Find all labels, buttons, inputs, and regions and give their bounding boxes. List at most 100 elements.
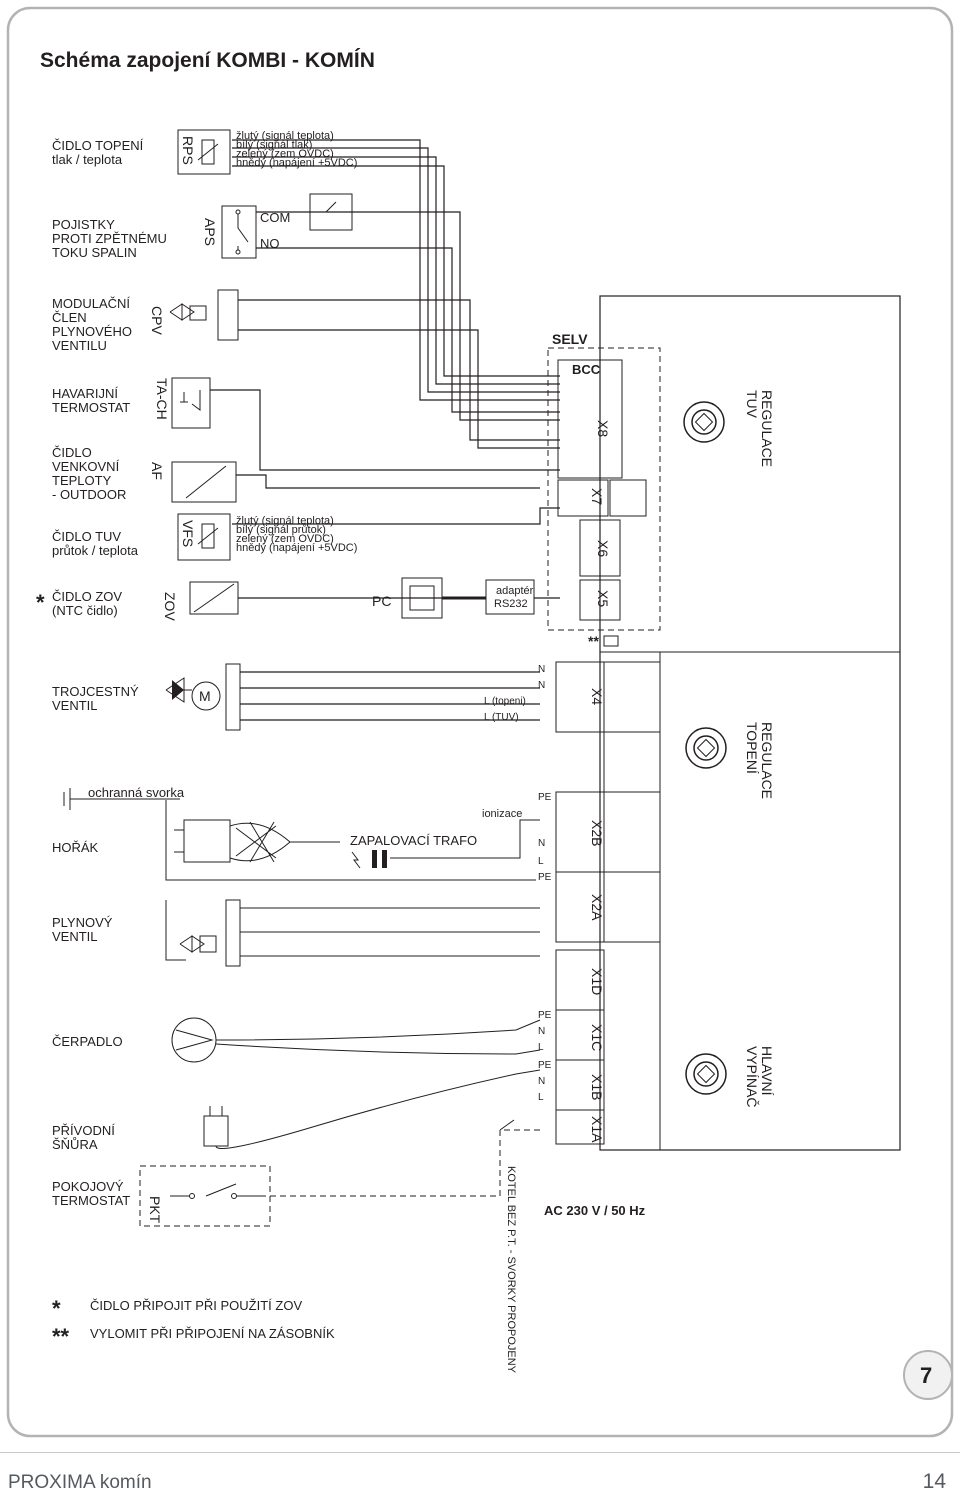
x5-block: [579, 579, 621, 621]
ochranna-label: ochranná svorka: [88, 785, 185, 800]
vfs-wire-2: bílý (signál průtok): [236, 524, 326, 536]
cpv-label-4: VENTILU: [52, 338, 107, 353]
x1d-label: X1D: [589, 968, 605, 995]
motor-label: M: [199, 688, 211, 704]
vfs-sublabel: průtok / teplota: [52, 543, 139, 558]
gas-valve-icon: [179, 935, 205, 953]
regulace-topeni-knob[interactable]: [685, 727, 727, 769]
regulace-tuv-2: TUV: [744, 390, 760, 419]
cpv-valve-icon: [169, 303, 195, 321]
aps-com: COM: [260, 210, 290, 225]
ac-label: AC 230 V / 50 Hz: [544, 1203, 646, 1218]
vfs-wire-3: zelený (zem OVDC): [236, 533, 334, 545]
cpv-code: CPV: [149, 306, 165, 335]
horak-label: HOŘÁK: [52, 840, 99, 855]
x4-label: X4: [589, 688, 605, 705]
footer-brand: PROXIMA komín: [8, 1472, 152, 1493]
zov-code: ZOV: [162, 592, 178, 621]
x1c-wire-pe: PE: [538, 1010, 552, 1021]
plyn-label-2: VENTIL: [52, 929, 98, 944]
x1b-wire-l: L: [538, 1092, 544, 1103]
x1b-wire-n: N: [538, 1076, 545, 1087]
gas-valve-connector: [225, 899, 241, 967]
x2b-wire-pe: PE: [538, 792, 552, 803]
rps-wire-4: hnědý (napájení +5VDC): [236, 157, 357, 169]
ground-icon: [63, 788, 71, 810]
aps-label-1: POJISTKY: [52, 217, 115, 232]
page-title: Schéma zapojení KOMBI - KOMÍN: [40, 49, 375, 72]
cpv-label-1: MODULAČNÍ: [52, 296, 130, 311]
pokoj-label-2: TERMOSTAT: [52, 1193, 130, 1208]
note-1-mark: *: [52, 1296, 61, 1321]
x2b-wire-pe2: PE: [538, 872, 552, 883]
main-board: [599, 295, 901, 1151]
plyn-label-1: PLYNOVÝ: [52, 915, 113, 930]
x1b-wire-pe: PE: [538, 1060, 552, 1071]
x1c-label: X1C: [589, 1024, 605, 1051]
af-label-2: VENKOVNÍ: [52, 459, 120, 474]
bcc-label: BCC: [572, 362, 601, 377]
privod-label-2: ŠŇŮRA: [52, 1137, 98, 1152]
x2a-label: X2A: [589, 894, 605, 921]
plug-icon: [203, 1106, 229, 1147]
vfs-label: ČIDLO TUV: [52, 529, 121, 544]
tach-box: [171, 377, 211, 429]
x4-wire-n1: N: [538, 664, 545, 675]
hlavni-1: HLAVNÍ: [759, 1046, 775, 1096]
x7-label: X7: [589, 488, 605, 505]
l-tuv: L (TUV): [484, 712, 519, 723]
regulace-tuv-knob[interactable]: [683, 401, 725, 443]
x1c-wire-n: N: [538, 1026, 545, 1037]
af-label-4: - OUTDOOR: [52, 487, 126, 502]
x1a-label: X1A: [589, 1116, 605, 1143]
aps-no: NO: [260, 236, 280, 251]
vfs-box: [177, 513, 231, 561]
double-star-board: **: [588, 633, 599, 649]
aps-box: [221, 205, 257, 259]
page-frame: [6, 6, 954, 1438]
ionizace-label: ionizace: [482, 808, 522, 820]
kotel-label: KOTEL BEZ P.T. - SVORKY PROPOJENY: [505, 1166, 517, 1374]
l-topeni: L (topeni): [484, 696, 526, 707]
x4-wire-n2: N: [538, 680, 545, 691]
pump-icon: [171, 1017, 217, 1063]
regulace-topeni-2: TOPENÍ: [744, 722, 760, 774]
selv-region: [547, 347, 661, 631]
main-switch-icon[interactable]: [685, 1053, 727, 1095]
privod-label-1: PŘÍVODNÍ: [52, 1123, 115, 1138]
footer-rule: [0, 1452, 960, 1453]
cpv-label-3: PLYNOVÉHO: [52, 324, 132, 339]
rps-box: [177, 129, 231, 175]
af-code: AF: [149, 462, 165, 480]
zov-star: *: [36, 590, 45, 615]
pkt-code: PKT: [147, 1196, 163, 1224]
af-label-1: ČIDLO: [52, 445, 92, 460]
page-badge: [903, 1350, 953, 1400]
tach-label-1: HAVARIJNÍ: [52, 386, 118, 401]
x1c-wire-l: L: [538, 1042, 544, 1053]
cpv-label-2: ČLEN: [52, 310, 87, 325]
bcc-block: [557, 359, 623, 479]
adapter-label-1: adaptér: [496, 585, 534, 597]
pc-label: PC: [372, 593, 391, 609]
rps-sublabel: tlak / teplota: [52, 152, 123, 167]
tach-icon: [180, 390, 201, 411]
x2b-label: X2B: [589, 820, 605, 846]
x6-block: [579, 519, 621, 577]
aps-label-3: TOKU SPALIN: [52, 245, 137, 260]
footer-page: 14: [922, 1470, 946, 1493]
page-number: 7: [920, 1363, 932, 1388]
adapter-label-2: RS232: [494, 598, 528, 610]
note-1-text: ČIDLO PŘIPOJIT PŘI POUŽITÍ ZOV: [90, 1298, 302, 1313]
regulace-tuv-1: REGULACE: [759, 390, 775, 467]
trafo-icon: [351, 850, 387, 869]
selv-label: SELV: [552, 331, 588, 347]
rps-symbol: [197, 139, 219, 165]
burner-icon: [183, 819, 291, 863]
wiring-diagram: Schéma zapojení KOMBI - KOMÍN ČIDLO TOPE…: [6, 6, 954, 1438]
x1b-label: X1B: [589, 1074, 605, 1100]
tach-code: TA-CH: [154, 378, 170, 420]
vfs-wire-4: hnědý (napájení +5VDC): [236, 542, 357, 554]
af-sensor-box: [171, 461, 237, 503]
trafo-label: ZAPALOVACÍ TRAFO: [350, 833, 477, 848]
